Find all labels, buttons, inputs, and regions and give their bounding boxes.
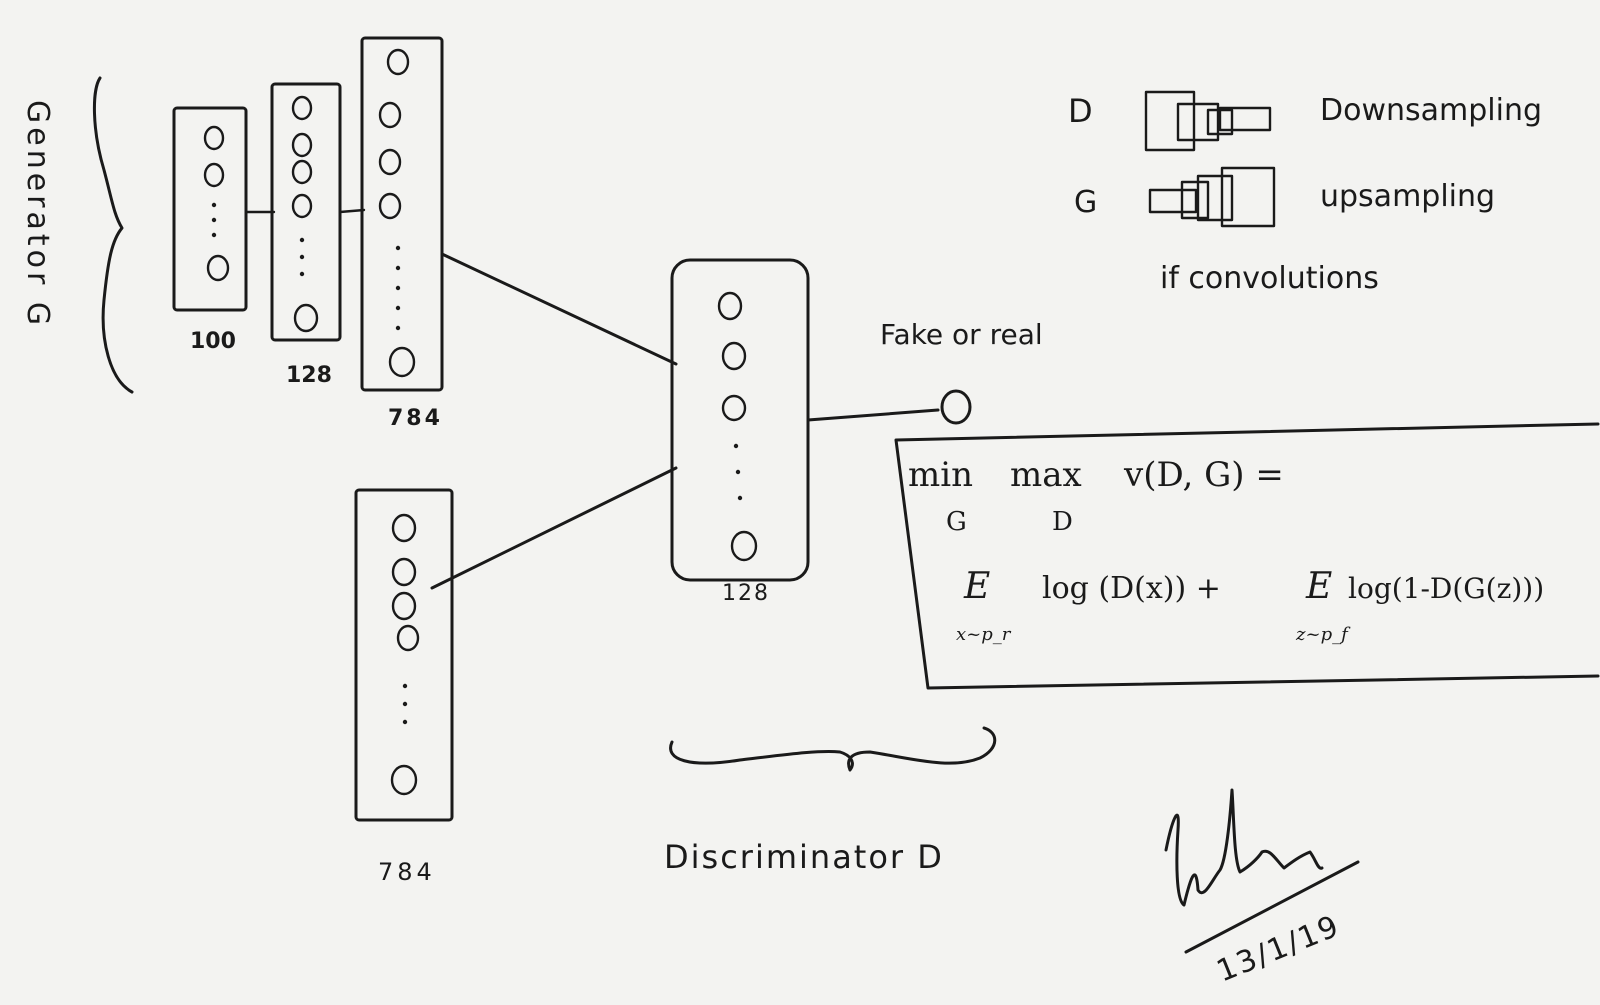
discriminator-label: Discriminator D (664, 838, 944, 876)
legend-group: D Downsampling G upsampling if convoluti… (1068, 90, 1542, 296)
neuron (721, 394, 747, 422)
discriminator-input-layer (354, 488, 454, 822)
neuron (203, 162, 225, 188)
handwritten-signature (1164, 788, 1324, 907)
ellipsis-dot (402, 683, 408, 689)
legend-downsampling-text: Downsampling (1320, 93, 1542, 128)
ellipsis-dot (299, 237, 305, 243)
real-input-to-discriminator-line (430, 466, 678, 590)
discriminator-output-line (806, 408, 940, 422)
neuron (293, 303, 319, 333)
neuron (388, 346, 416, 378)
generator-to-discriminator-line (440, 252, 678, 366)
ellipsis-dot (211, 217, 217, 223)
discriminator-output-label: Fake or real (880, 318, 1043, 351)
signature-date: 13/1/19 (1212, 908, 1345, 989)
generator-layer-784 (360, 36, 444, 392)
neuron (206, 254, 230, 282)
discriminator-hidden-neurons (717, 291, 758, 562)
neuron (291, 132, 313, 158)
legend-g-letter: G (1074, 185, 1097, 220)
discriminator-input-size: 784 (378, 858, 436, 886)
discriminator-brace (669, 726, 997, 772)
ellipsis-dot (733, 443, 739, 449)
ellipsis-dot (395, 265, 401, 271)
ellipsis-dot (299, 271, 305, 277)
neuron (717, 291, 743, 321)
discriminator-output-neuron (940, 389, 972, 425)
equation-expectation-real: E (963, 566, 990, 607)
neuron (391, 513, 417, 543)
legend-note: if convolutions (1160, 261, 1379, 296)
neuron (203, 125, 225, 151)
downsampling-icon (1144, 90, 1272, 152)
discriminator-input-neurons (390, 513, 420, 796)
generator-layer-128-neurons (291, 95, 319, 333)
neuron (378, 192, 402, 220)
signature-underline (1184, 860, 1360, 954)
ellipsis-dot (211, 202, 217, 208)
equation-min-subscript: G (946, 507, 967, 537)
ellipsis-dot (737, 495, 743, 501)
generator-layer-100 (172, 106, 248, 312)
objective-box: min G max D v(D, G) = E x~p_r log (D(x))… (894, 422, 1600, 690)
generator-connector (338, 208, 366, 214)
equation-log-real-term: log (D(x)) + (1042, 571, 1221, 606)
ellipsis-dot (402, 701, 408, 707)
generator-brace (92, 76, 134, 394)
signature-group: 13/1/19 (1164, 788, 1360, 989)
ellipsis-dot (395, 245, 401, 251)
generator-label: Generator G (20, 100, 55, 329)
ellipsis-dot (402, 719, 408, 725)
neuron (390, 764, 418, 796)
neuron (291, 159, 313, 185)
equation-expectation-fake: E (1305, 566, 1332, 607)
legend-upsampling-text: upsampling (1320, 179, 1495, 214)
generator-layer-100-neurons (203, 125, 230, 282)
neuron (396, 624, 420, 652)
neuron (391, 591, 417, 621)
equation-value-function: v(D, G) = (1123, 455, 1284, 495)
neuron (291, 95, 313, 121)
equation-expectation-fake-subscript: z~p_f (1295, 624, 1351, 645)
equation-max-subscript: D (1052, 507, 1073, 537)
ellipsis-dot (735, 469, 741, 475)
ellipsis-dot (211, 232, 217, 238)
generator-group: Generator G 100 128 (20, 36, 444, 431)
discriminator-group: 784 128 Fake or real Discriminator D (354, 252, 1043, 886)
equation-log-fake-term: log(1-D(G(z))) (1348, 572, 1544, 605)
generator-layer-128 (270, 82, 342, 342)
generator-layer-784-size: 784 (388, 406, 443, 431)
equation-min: min (908, 455, 973, 495)
equation-expectation-real-subscript: x~p_r (956, 624, 1012, 645)
discriminator-hidden-size: 128 (722, 581, 770, 606)
ellipsis-dot (395, 285, 401, 291)
neuron (291, 193, 313, 219)
generator-layer-784-neurons (378, 48, 416, 378)
neuron (386, 48, 410, 76)
generator-layer-100-size: 100 (190, 329, 236, 354)
generator-layer-128-size: 128 (286, 363, 332, 388)
neuron (391, 557, 417, 587)
neuron (378, 101, 402, 129)
neuron (378, 148, 402, 176)
neuron (721, 341, 747, 371)
ellipsis-dot (395, 305, 401, 311)
ellipsis-dot (299, 254, 305, 260)
ellipsis-dot (395, 325, 401, 331)
neuron (730, 530, 758, 562)
objective-box-border (894, 422, 1600, 690)
upsampling-icon (1148, 166, 1276, 228)
equation-max: max (1010, 455, 1082, 495)
legend-d-letter: D (1068, 92, 1093, 130)
